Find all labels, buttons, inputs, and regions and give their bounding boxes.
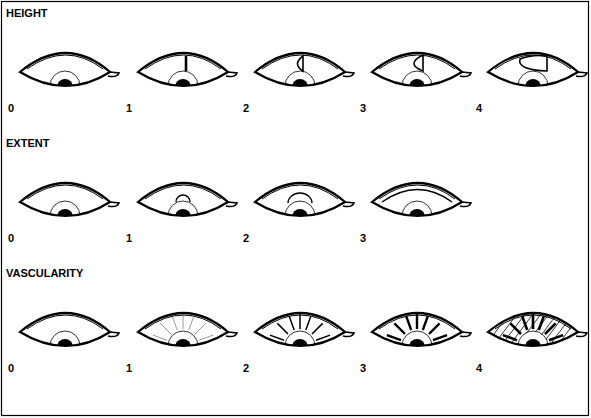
grade-number: 4 — [476, 363, 482, 374]
grade-number: 2 — [243, 363, 249, 374]
grade-number: 3 — [360, 103, 366, 114]
eye-height-2 — [255, 53, 354, 87]
eye-height-1 — [138, 53, 237, 87]
grade-number: 1 — [126, 363, 132, 374]
eye-height-0 — [20, 53, 119, 87]
grade-number: 0 — [8, 103, 14, 114]
grade-number: 0 — [8, 363, 14, 374]
eye-vascularity-3 — [372, 313, 471, 347]
grade-number: 3 — [360, 363, 366, 374]
grade-number: 3 — [360, 233, 366, 244]
heading-label: HEIGHT — [6, 8, 48, 19]
eye-vascularity-2 — [255, 313, 354, 347]
grade-number: 4 — [476, 103, 482, 114]
eye-vascularity-4 — [488, 302, 590, 347]
grade-number: 0 — [8, 233, 14, 244]
eye-extent-3 — [372, 183, 471, 217]
eye-vascularity-0 — [20, 313, 119, 347]
heading-label: EXTENT — [6, 138, 49, 149]
grade-number: 1 — [126, 233, 132, 244]
eye-height-4 — [488, 53, 587, 87]
eye-extent-2 — [255, 183, 354, 217]
eye-height-3 — [372, 53, 471, 87]
heading-label: VASCULARITY — [6, 268, 83, 279]
eye-extent-1 — [138, 183, 237, 217]
eye-vascularity-1 — [138, 313, 237, 347]
grade-number: 2 — [243, 233, 249, 244]
grade-number: 2 — [243, 103, 249, 114]
eye-extent-0 — [20, 183, 119, 217]
grade-number: 1 — [126, 103, 132, 114]
